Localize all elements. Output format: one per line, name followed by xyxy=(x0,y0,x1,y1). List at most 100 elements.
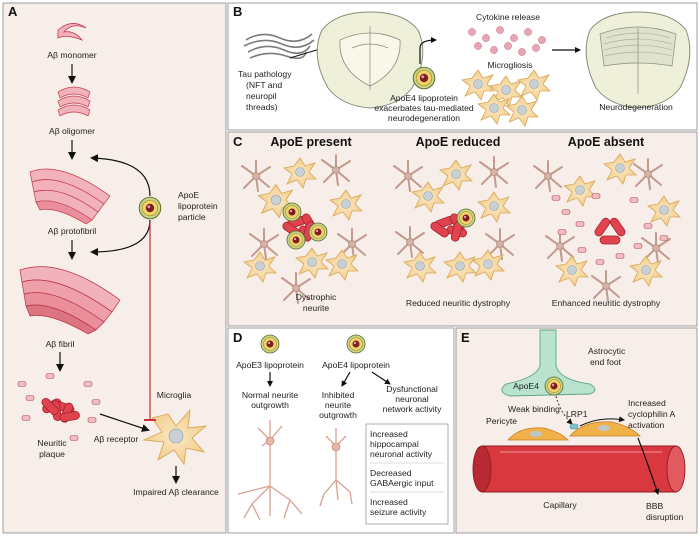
reduced-dystrophy-label: Reduced neuritic dystrophy xyxy=(406,298,511,308)
cyclophilin-label-2: cyclophilin A xyxy=(628,409,676,419)
inhibited-label-2: neurite xyxy=(325,400,351,410)
weak-binding-arrow xyxy=(555,395,573,425)
panel-e-letter: E xyxy=(461,330,470,345)
panel-c-letter: C xyxy=(233,134,243,149)
bbb-label-2: disruption xyxy=(646,512,683,522)
capillary-vessel xyxy=(472,445,686,493)
pericyte-right-nucleus xyxy=(598,425,610,431)
arrow-apoe-to-protofibril xyxy=(90,154,151,197)
tau-label-3: neuropil xyxy=(246,91,277,101)
effect-3-line-1: Increased xyxy=(370,497,408,507)
neurodegeneration-label: Neurodegeneration xyxy=(599,102,673,112)
tau-tangle-shape xyxy=(243,33,315,60)
effect-3-line-2: seizure activity xyxy=(370,507,427,517)
header-apoe-present: ApoE present xyxy=(270,135,352,149)
weak-binding-label: Weak binding xyxy=(508,404,560,414)
apoe4-label-d: ApoE4 lipoprotein xyxy=(322,360,390,370)
apoe4-effect-label-2: exacerbates tau-mediated xyxy=(374,103,474,113)
microglia-cell xyxy=(142,408,208,466)
dysfunctional-label-1: Dysfunctional xyxy=(386,384,438,394)
astrocytic-end-foot xyxy=(501,329,596,397)
apoe4-lipoprotein-icon-d xyxy=(346,334,366,354)
panel-c: C ApoE present ApoE reduced ApoE absent xyxy=(227,131,698,327)
panel-d: D ApoE3 lipoprotein Normal neurite outgr… xyxy=(227,327,455,534)
pericyte-label: Pericyte xyxy=(486,416,517,426)
header-apoe-reduced: ApoE reduced xyxy=(416,135,501,149)
panel-d-letter: D xyxy=(233,330,242,345)
panel-b-letter: B xyxy=(233,4,242,19)
neuritic-plaque-label-1: Neuritic xyxy=(37,438,67,448)
apoe-lipoprotein-particle xyxy=(138,196,162,220)
panel-a-letter: A xyxy=(8,4,18,19)
effects-box xyxy=(365,423,449,525)
lrp1-receptor xyxy=(569,423,579,430)
effect-1-line-2: hippocampal xyxy=(370,439,419,449)
abeta-receptor-label: Aβ receptor xyxy=(94,434,139,444)
arrow-bbb xyxy=(637,437,660,495)
neuritic-plaque-label-2: plaque xyxy=(39,449,65,459)
brain-section-degenerated xyxy=(585,11,691,109)
apoe3-lipoprotein-icon xyxy=(260,334,280,354)
arrow-apoe4-dysfunctional xyxy=(371,371,391,385)
normal-outgrowth-label-2: outgrowth xyxy=(251,400,289,410)
panel-e: E Astrocytic end foot ApoE4 Weak binding… xyxy=(455,327,698,534)
abeta-protofibril-label: Aβ protofibril xyxy=(48,226,96,236)
effect-2-line-2: GABAergic input xyxy=(370,478,434,488)
effect-2-line-1: Decreased xyxy=(370,468,412,478)
panel-b: B Tau pathology (NFT and neuropil thread… xyxy=(227,2,698,131)
abeta-fibril-shape xyxy=(19,266,121,335)
arrow-apoe4-to-cytokine xyxy=(419,37,437,64)
apoe4-label-e: ApoE4 xyxy=(513,381,539,391)
apoe4-lipoprotein-icon xyxy=(412,66,436,90)
tau-label-1: Tau pathology xyxy=(238,69,292,79)
arrow-plaque-receptor xyxy=(99,413,150,432)
dysfunctional-label-2: neuronal xyxy=(395,394,429,404)
normal-neuron xyxy=(237,420,303,521)
impaired-clearance-label: Impaired Aβ clearance xyxy=(133,487,219,497)
apoe-particle-label-3: particle xyxy=(178,212,206,222)
abeta-oligomer-label: Aβ oligomer xyxy=(49,126,95,136)
panel-a: A Aβ monomer Aβ oligomer Aβ protofibril xyxy=(2,2,227,534)
apoe4-lipoprotein-icon-e xyxy=(544,376,564,396)
astrocyte-label-1: Astrocytic xyxy=(588,346,626,356)
lrp1-label: LRP1 xyxy=(566,409,588,419)
abeta-protofibril-shape xyxy=(29,168,111,225)
effect-1-line-1: Increased xyxy=(370,429,408,439)
apoe3-label: ApoE3 lipoprotein xyxy=(236,360,304,370)
effect-1-line-3: neuronal activity xyxy=(370,449,433,459)
dystrophic-neurite-label-1: Dystrophic xyxy=(296,292,337,302)
apoe-particle-label-2: lipoprotein xyxy=(178,201,218,211)
normal-outgrowth-label-1: Normal neurite xyxy=(242,390,299,400)
dysfunctional-label-3: network activity xyxy=(383,404,442,414)
microglia-label: Microglia xyxy=(157,390,192,400)
apoe4-effect-label-3: neurodegeneration xyxy=(388,113,460,123)
tau-label-4: threads) xyxy=(246,102,278,112)
cyclophilin-label-3: activation xyxy=(628,420,665,430)
apoe4-effect-label-1: ApoE4 lipoprotein xyxy=(390,93,458,103)
arrow-cyclophilin xyxy=(579,416,625,427)
abeta-oligomer-shape xyxy=(57,86,91,117)
cytokine-label: Cytokine release xyxy=(476,12,540,22)
dystrophic-neurite-label-2: neurite xyxy=(303,303,329,313)
pericyte-left-nucleus xyxy=(530,431,542,437)
microgliosis-label: Microgliosis xyxy=(488,60,533,70)
brain-section-healthy xyxy=(316,11,424,109)
abeta-monomer-label: Aβ monomer xyxy=(47,50,96,60)
cyclophilin-label-1: Increased xyxy=(628,398,666,408)
enhanced-dystrophy-label: Enhanced neuritic dystrophy xyxy=(552,298,661,308)
normal-neuron-soma xyxy=(265,436,275,446)
capillary-label: Capillary xyxy=(543,500,577,510)
abeta-monomer-shape xyxy=(57,23,87,41)
bbb-label-1: BBB xyxy=(646,501,663,511)
header-apoe-absent: ApoE absent xyxy=(568,135,645,149)
inhibited-label-3: outgrowth xyxy=(319,410,357,420)
tau-label-2: (NFT and xyxy=(246,80,282,90)
inhibited-neuron-soma xyxy=(331,442,341,452)
abeta-fibril-label: Aβ fibril xyxy=(46,339,75,349)
apoe-particle-label-1: ApoE xyxy=(178,190,199,200)
astrocyte-label-2: end foot xyxy=(590,357,622,367)
cytokine-dots xyxy=(468,26,546,56)
arrow-apoe4-inhibited xyxy=(341,371,351,387)
